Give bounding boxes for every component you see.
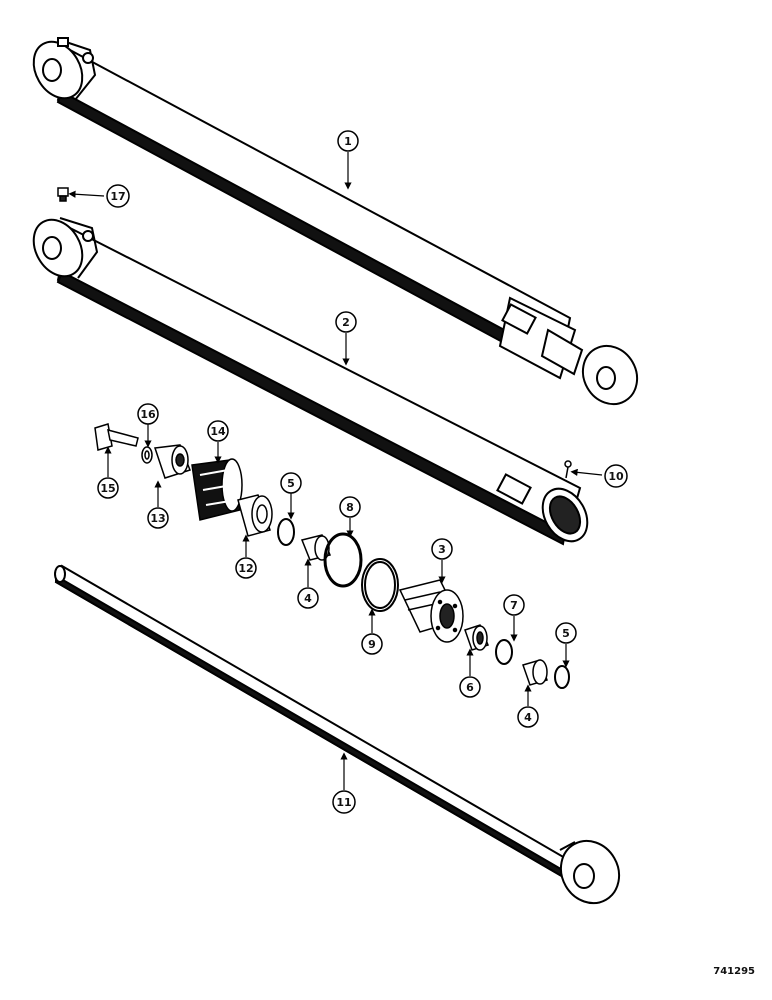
bleed-screw [564,460,572,479]
rod-wiper [464,624,489,651]
rod-o-ring [495,639,513,665]
callout-label-8: 8 [346,501,354,514]
callout-label-11: 11 [336,796,351,809]
piston-rod [54,564,621,905]
callout-13: 13 [147,507,169,529]
callout-label-4b: 4 [524,711,532,724]
backup-ring-large [361,558,399,612]
cylinder-barrel-lower [32,217,589,546]
callout-15: 15 [97,477,119,499]
callout-label-6: 6 [466,681,474,694]
callout-label-4a: 4 [304,592,312,605]
o-ring-small-left [277,518,295,546]
callout-9: 9 [361,633,383,655]
callout-7: 7 [503,594,525,616]
callout-label-3: 3 [438,543,446,556]
callout-label-14: 14 [210,425,226,438]
callout-label-10: 10 [608,470,624,483]
callout-5b: 5 [555,622,577,644]
callout-2: 2 [335,311,357,333]
callout-4a: 4 [297,587,319,609]
cylinder-assembly-upper [32,37,639,406]
callout-8: 8 [339,496,361,518]
callout-label-12: 12 [238,562,253,575]
callout-6: 6 [459,676,481,698]
callout-label-5b: 5 [562,627,570,640]
piston-ring-carrier [237,494,273,537]
bolt [94,423,139,451]
callout-12: 12 [235,557,257,579]
callout-3: 3 [431,538,453,560]
leader-lines [68,152,603,790]
callout-label-9: 9 [368,638,376,651]
callout-label-5a: 5 [287,477,295,490]
callout-label-15: 15 [100,482,115,495]
callout-17: 17 [106,184,130,208]
washer [141,446,153,464]
callout-11: 11 [332,790,356,814]
callout-label-17: 17 [110,190,125,203]
piston [191,458,243,521]
callout-16: 16 [137,403,159,425]
o-ring-large [323,532,363,588]
piston-nut [153,444,191,479]
callout-label-1: 1 [344,135,352,148]
callout-label-13: 13 [150,512,165,525]
callout-4b: 4 [517,706,539,728]
cylinder-gland [398,579,464,643]
callout-label-16: 16 [140,408,156,421]
callout-label-7: 7 [510,599,518,612]
callout-10: 10 [604,464,628,488]
figure-number: 741295 [713,966,755,977]
backup-ring-right [522,659,548,686]
callout-5a: 5 [280,472,302,494]
callout-label-2: 2 [342,316,350,329]
callout-14: 14 [207,420,229,442]
grease-fitting [57,187,69,202]
o-ring-small-right [554,665,570,689]
callout-1: 1 [337,130,359,152]
